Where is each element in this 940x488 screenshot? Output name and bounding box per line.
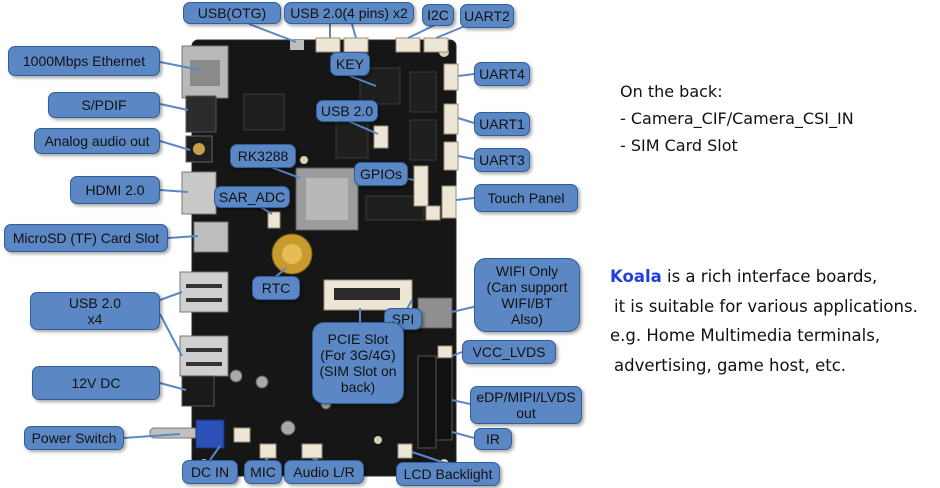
label-analog-audio: Analog audio out — [34, 128, 160, 154]
summary-line-4: advertising, game host, etc. — [614, 355, 847, 375]
summary-line-2: it is suitable for various applications. — [614, 296, 918, 316]
label-vcc-lvds: VCC_LVDS — [462, 340, 556, 364]
label-edp: eDP/MIPI/LVDS out — [470, 386, 582, 424]
label-rk3288: RK3288 — [230, 144, 296, 168]
label-uart4: UART4 — [474, 62, 530, 86]
wifi-module — [417, 297, 453, 329]
label-usb-4pin: USB 2.0(4 pins) x2 — [284, 2, 414, 24]
label-touch-panel: Touch Panel — [474, 184, 578, 212]
label-uart1: UART1 — [474, 112, 530, 136]
label-lcd-backlight: LCD Backlight — [396, 462, 500, 486]
top-connectors — [315, 37, 449, 53]
label-rtc: RTC — [252, 276, 300, 300]
summary-line-1: is a rich interface boards, — [661, 267, 878, 286]
back-notes-item: - SIM Card Slot — [620, 136, 738, 155]
microsd-slot — [193, 221, 229, 253]
usb-port-2 — [179, 335, 229, 377]
leader-lines — [123, 23, 521, 465]
label-ir: IR — [474, 428, 512, 450]
label-usb-otg: USB(OTG) — [183, 2, 281, 24]
label-wifi: WIFI Only (Can support WIFI/BT Also) — [474, 258, 580, 332]
hdmi-port — [181, 171, 217, 215]
label-spdif: S/PDIF — [48, 92, 160, 118]
label-hdmi: HDMI 2.0 — [70, 176, 160, 204]
capacitors — [229, 369, 332, 436]
label-power-switch: Power Switch — [24, 426, 124, 450]
label-sar-adc: SAR_ADC — [214, 186, 290, 208]
back-notes-heading: On the back: — [620, 82, 723, 101]
label-i2c: I2C — [422, 4, 454, 26]
label-key: KEY — [330, 52, 370, 76]
back-notes: On the back: - Camera_CIF/Camera_CSI_IN … — [620, 78, 854, 159]
label-usb-x4: USB 2.0 x4 — [30, 292, 160, 330]
usb-otg-port — [290, 40, 304, 50]
label-microsd: MicroSD (TF) Card Slot — [4, 224, 168, 252]
label-usb20-mid: USB 2.0 — [316, 100, 378, 122]
label-audio-lr: Audio L/R — [284, 460, 364, 484]
bottom-connectors — [233, 427, 413, 459]
dc-jack — [181, 375, 215, 407]
back-notes-item: - Camera_CIF/Camera_CSI_IN — [620, 109, 854, 128]
label-uart3: UART3 — [474, 148, 530, 172]
label-dc-in: DC IN — [182, 460, 238, 484]
label-uart2: UART2 — [460, 4, 514, 28]
usb-port-1 — [179, 271, 229, 313]
summary-line-3: e.g. Home Multimedia terminals, — [610, 326, 881, 345]
label-ethernet: 1000Mbps Ethernet — [8, 46, 160, 76]
label-gpios: GPIOs — [354, 162, 408, 186]
right-connectors — [425, 63, 459, 367]
label-12v-dc: 12V DC — [32, 366, 160, 400]
label-pcie: PCIE Slot (For 3G/4G) (SIM Slot on back) — [312, 322, 404, 404]
label-mic: MIC — [244, 460, 282, 484]
summary-text: Koala is a rich interface boards, it is … — [610, 262, 918, 380]
brand-name: Koala — [610, 267, 662, 286]
lvds-header — [417, 355, 437, 449]
spdif-port — [185, 95, 217, 133]
